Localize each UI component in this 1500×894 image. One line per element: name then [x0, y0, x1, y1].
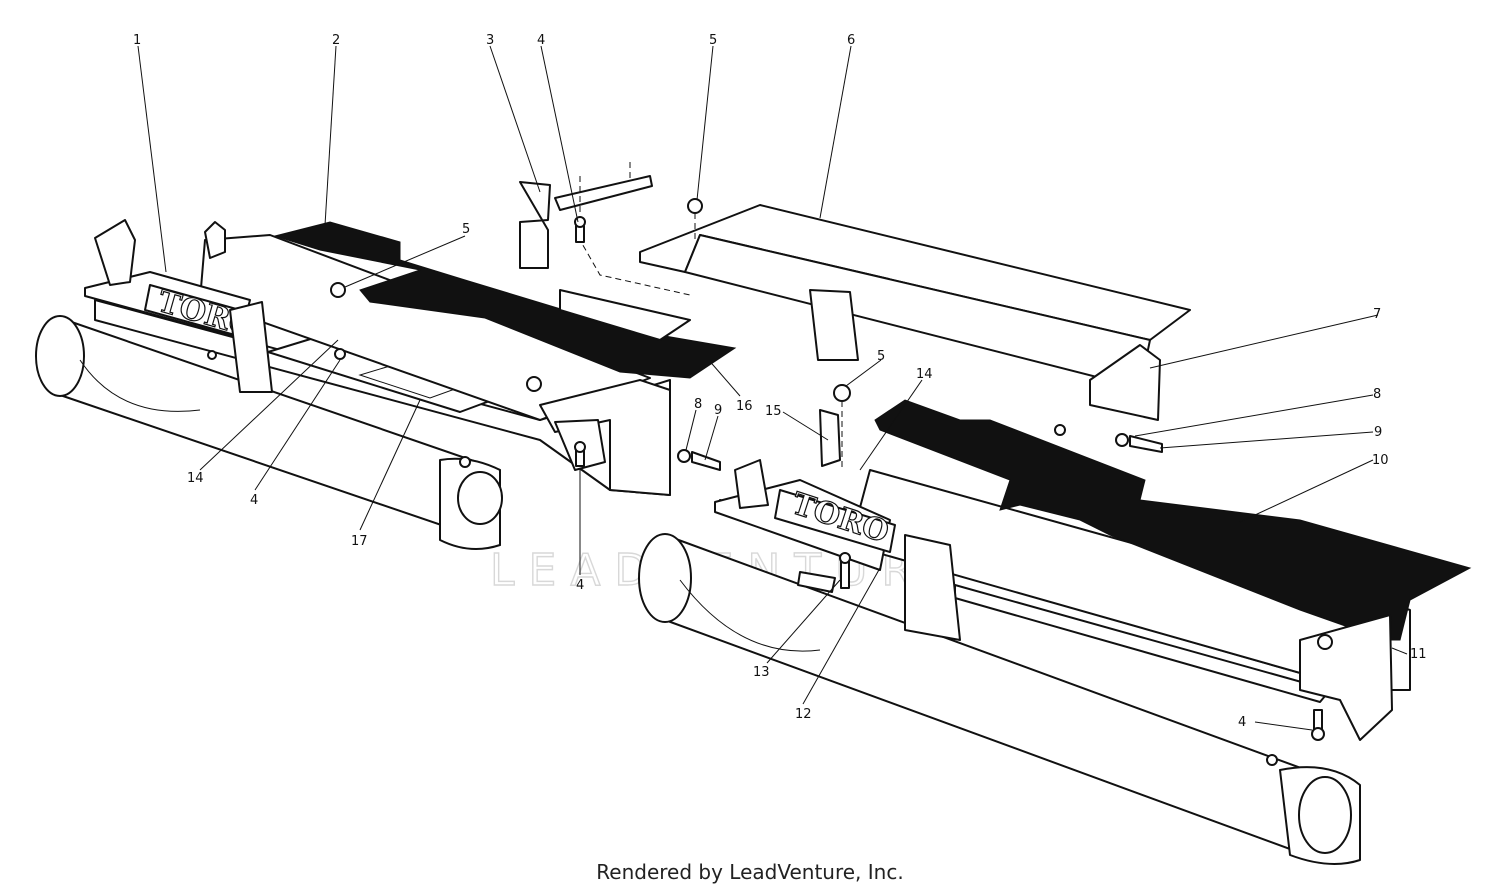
- callout-17: 17: [351, 534, 368, 549]
- footer-credit: Rendered by LeadVenture, Inc.: [596, 860, 904, 884]
- callout-3: 3: [486, 33, 494, 48]
- left-roller-tube: [35, 315, 503, 550]
- left-assembly: TORO: [35, 219, 737, 550]
- callout-14: 14: [187, 471, 204, 486]
- callouts: 1 2 3 4 5 6 5 7 8 9 10 14 4 16 17 4 8 9 …: [133, 33, 1427, 730]
- callout-8: 8: [694, 397, 702, 412]
- callout-4: 4: [537, 33, 545, 48]
- shield-bracket: [519, 181, 551, 269]
- callout-14: 14: [916, 367, 933, 382]
- callout-4: 4: [576, 578, 584, 593]
- callout-1: 1: [133, 33, 141, 48]
- callout-4: 4: [1238, 715, 1246, 730]
- callout-9: 9: [714, 403, 722, 418]
- right-assembly: TORO: [638, 384, 1472, 865]
- callout-11: 11: [1410, 647, 1427, 662]
- callout-4: 4: [250, 493, 258, 508]
- callout-2: 2: [332, 33, 340, 48]
- callout-5: 5: [877, 349, 885, 364]
- right-roller-tube: [638, 533, 1361, 865]
- callout-12: 12: [795, 707, 812, 722]
- callout-10: 10: [1372, 453, 1389, 468]
- callout-7: 7: [1373, 307, 1381, 322]
- upper-shield-assembly: [519, 162, 1191, 421]
- right-black-pad: [874, 399, 1472, 641]
- callout-15: 15: [765, 404, 782, 419]
- left-black-pad: [273, 221, 737, 379]
- leader-lines: [137, 45, 1408, 731]
- callout-16: 16: [736, 399, 753, 414]
- callout-9: 9: [1374, 425, 1382, 440]
- callout-8: 8: [1373, 387, 1381, 402]
- callout-13: 13: [753, 665, 770, 680]
- callout-6: 6: [847, 33, 855, 48]
- callout-5: 5: [709, 33, 717, 48]
- callout-5: 5: [462, 222, 470, 237]
